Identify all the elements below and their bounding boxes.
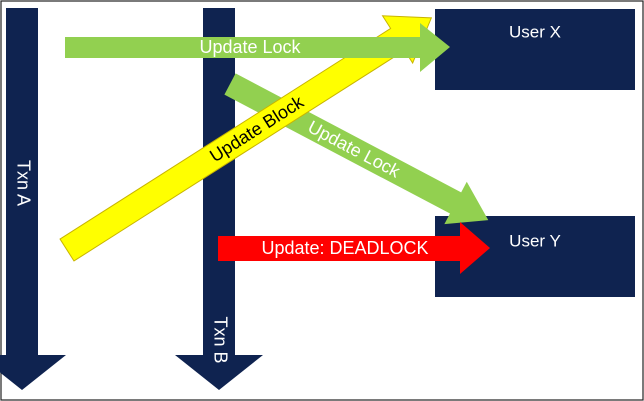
txn-a-label: Txn A xyxy=(13,160,33,206)
update-deadlock-label: Update: DEADLOCK xyxy=(261,238,428,258)
user-x-box: User X xyxy=(435,9,635,90)
txn-a-arrow xyxy=(0,8,66,390)
update-lock-arrow-a: Update Lock xyxy=(65,23,450,72)
txn-b-label: Txn B xyxy=(210,316,230,363)
txn-a-timeline: Txn A xyxy=(0,8,66,390)
update-deadlock-shape xyxy=(218,222,490,274)
user-x-rect xyxy=(435,9,635,90)
user-x-label: User X xyxy=(509,22,561,41)
txn-b-timeline: Txn B xyxy=(175,8,263,390)
user-y-label: User Y xyxy=(509,231,561,250)
update-deadlock-arrow: Update: DEADLOCK xyxy=(218,222,490,274)
txn-b-arrow xyxy=(175,8,263,390)
update-lock-a-label: Update Lock xyxy=(199,37,301,57)
update-lock-a-shape xyxy=(65,23,450,72)
